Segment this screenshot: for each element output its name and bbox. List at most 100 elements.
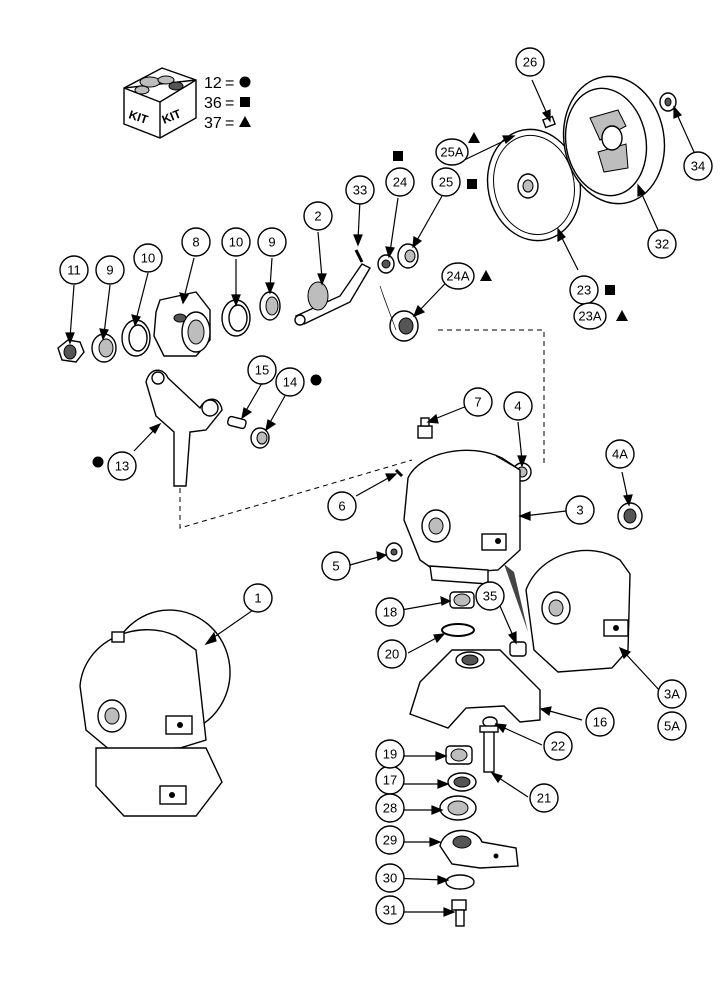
callout-circle <box>327 491 357 521</box>
seal-4A <box>617 502 643 530</box>
callout-label: 23 <box>577 283 591 298</box>
callout-label: 20 <box>385 647 399 662</box>
part-drawings <box>57 75 677 927</box>
callout-3A: 3A <box>657 679 687 709</box>
callout-circle <box>375 863 405 893</box>
kit-label-right: KIT <box>160 106 184 126</box>
callout-3: 3 <box>565 495 595 525</box>
callout-circle <box>475 581 505 611</box>
legend-equals: = <box>225 95 234 112</box>
callout-15: 15 <box>247 355 277 385</box>
callout-label: 4A <box>612 447 628 462</box>
square-symbol-icon <box>605 285 615 295</box>
callout-32: 32 <box>647 229 677 259</box>
pin-33 <box>354 249 364 263</box>
callout-label: 17 <box>383 773 397 788</box>
callout-label: 4 <box>514 399 521 414</box>
callout-label: 22 <box>551 739 565 754</box>
race-10-right <box>221 299 251 337</box>
square-symbol-icon <box>240 97 250 107</box>
bearing-19 <box>445 745 473 765</box>
callout-circle <box>529 783 559 813</box>
callout-label: 9 <box>268 235 275 250</box>
callout-label: 16 <box>593 715 607 730</box>
callout-circle <box>463 387 493 417</box>
seal-24A <box>379 285 419 342</box>
callout-33: 33 <box>345 175 375 205</box>
callout-circle <box>321 551 351 581</box>
callout-circle <box>515 47 545 77</box>
shaft-2 <box>294 263 371 326</box>
callout-label: 21 <box>537 791 551 806</box>
callout-circle <box>647 229 677 259</box>
callout-24A: 24A <box>441 262 492 290</box>
callout-20: 20 <box>377 639 407 669</box>
callout-label: 9 <box>106 263 113 278</box>
callout-circle <box>377 639 407 669</box>
callout-label: 19 <box>383 747 397 762</box>
callout-circle <box>385 167 415 197</box>
callout-circle <box>543 731 573 761</box>
callout-35: 35 <box>475 581 505 611</box>
circle-symbol-icon <box>239 76 251 88</box>
bearing-18 <box>449 591 475 609</box>
bolt-31 <box>451 899 467 927</box>
callout-16: 16 <box>585 707 615 737</box>
callout-24: 24 <box>385 151 415 197</box>
callout-circle <box>181 227 211 257</box>
housing-8 <box>153 291 211 357</box>
callout-label: 24 <box>393 175 407 190</box>
callout-circle <box>503 391 533 421</box>
yoke-13 <box>145 369 223 487</box>
callout-circle <box>431 167 461 197</box>
shading-stripe <box>504 564 528 632</box>
callout-14: 14 <box>275 367 322 397</box>
callout-circle <box>95 255 125 285</box>
seal-17 <box>447 772 477 792</box>
callout-19: 19 <box>375 739 405 769</box>
circle-symbol-icon <box>310 374 322 386</box>
callout-30: 30 <box>375 863 405 893</box>
square-symbol-icon <box>467 179 477 189</box>
callout-9: 9 <box>95 255 125 285</box>
callout-29: 29 <box>375 825 405 855</box>
bearing-9-left <box>91 333 117 363</box>
callout-circle <box>221 227 251 257</box>
callout-17: 17 <box>375 765 405 795</box>
callout-label: 11 <box>67 263 81 278</box>
callout-label: 15 <box>255 363 269 378</box>
callout-circle <box>107 451 137 481</box>
callout-18: 18 <box>375 597 405 627</box>
callout-circle <box>133 243 163 273</box>
callout-31: 31 <box>375 895 405 925</box>
callout-4A: 4A <box>605 439 635 469</box>
callout-label: 24A <box>446 269 469 284</box>
callout-bubbles: 1233A44A55A67899101011131415161718192021… <box>59 47 713 925</box>
callout-label: 32 <box>655 237 669 252</box>
callout-circle <box>275 367 305 397</box>
callout-circle <box>257 227 287 257</box>
callout-label: 3 <box>576 503 583 518</box>
callout-25: 25 <box>431 167 477 197</box>
callout-label: 25A <box>440 145 463 160</box>
callout-circle <box>657 679 687 709</box>
callout-label: 26 <box>523 55 537 70</box>
bushing-5 <box>385 542 403 562</box>
assembly-1 <box>79 609 231 817</box>
callout-label: 28 <box>383 801 397 816</box>
callout-circle <box>605 439 635 469</box>
race-10-left <box>121 319 151 357</box>
callout-11: 11 <box>59 255 89 285</box>
bearing-24 <box>377 254 395 274</box>
pin-6 <box>394 468 404 478</box>
nut-34 <box>659 92 677 112</box>
callout-label: 25 <box>439 175 453 190</box>
callout-23: 23 <box>569 275 615 305</box>
callout-label: 10 <box>229 235 243 250</box>
callout-circle <box>375 597 405 627</box>
callout-13: 13 <box>92 451 137 481</box>
triangle-symbol-icon <box>480 270 492 281</box>
callout-34: 34 <box>683 151 713 181</box>
bushing-14 <box>250 427 270 449</box>
callout-circle <box>59 255 89 285</box>
